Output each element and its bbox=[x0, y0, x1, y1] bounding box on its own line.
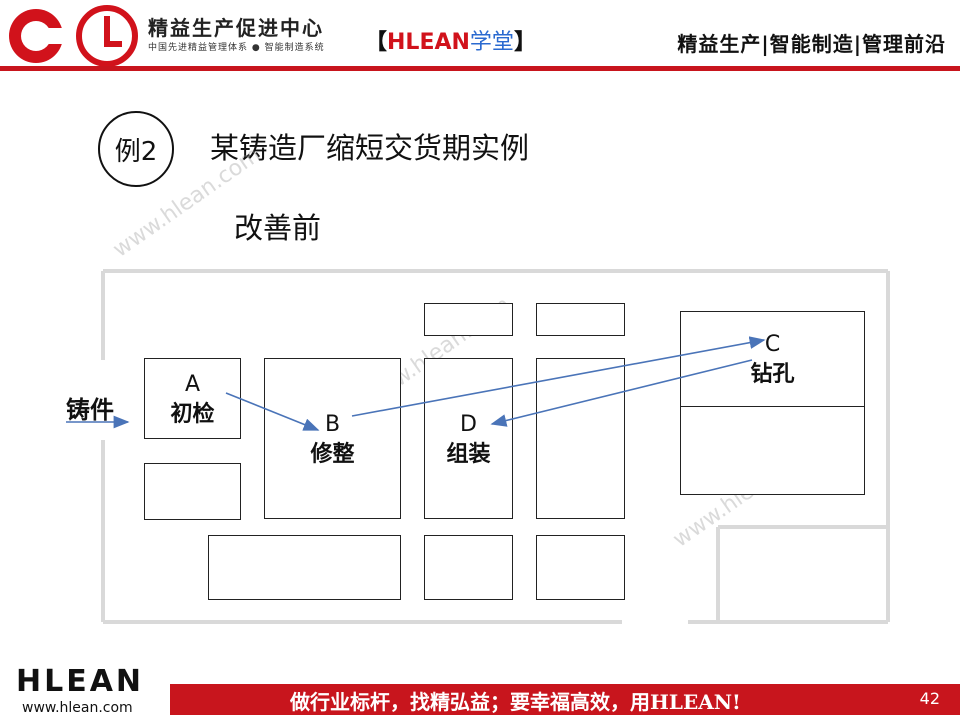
equipment-box bbox=[536, 535, 625, 600]
station-name: 修整 bbox=[310, 442, 355, 467]
footer-bar bbox=[170, 684, 960, 715]
slide-title: 某铸造厂缩短交货期实例 bbox=[210, 131, 530, 165]
page-number: 42 bbox=[919, 689, 940, 708]
equipment-box bbox=[536, 303, 625, 336]
station-b-box bbox=[264, 358, 401, 519]
equipment-box bbox=[144, 463, 241, 520]
footer-slogan: 做行业标杆，找精弘益；要幸福高效，用HLEAN! bbox=[290, 690, 741, 714]
example-badge: 例2 bbox=[98, 111, 174, 187]
bracket-open: 【 bbox=[365, 30, 388, 55]
station-c-box bbox=[680, 311, 865, 408]
example-label: 例2 bbox=[114, 136, 158, 167]
station-name: 初检 bbox=[170, 402, 215, 427]
brand-tagline: 中国先进精益管理体系 ● 智能制造系统 bbox=[148, 43, 325, 53]
station-name: 组装 bbox=[446, 442, 491, 467]
station-d-box bbox=[424, 358, 513, 519]
station-letter: A bbox=[184, 372, 201, 397]
equipment-box bbox=[536, 358, 625, 519]
hlean-xuetang-title: 【HLEAN学堂】 bbox=[365, 24, 536, 56]
station-letter: C bbox=[764, 332, 781, 357]
equipment-box bbox=[424, 303, 513, 336]
station-c-label: C 钻孔 bbox=[720, 330, 825, 390]
equipment-box bbox=[680, 406, 865, 495]
station-d-label: D 组装 bbox=[424, 410, 513, 470]
station-name: 钻孔 bbox=[750, 362, 795, 387]
bracket-close: 】 bbox=[513, 30, 536, 55]
brand-name: 精益生产促进中心 bbox=[148, 16, 324, 40]
equipment-box bbox=[424, 535, 513, 600]
station-letter: D bbox=[460, 412, 477, 437]
logo-swirl-icon bbox=[76, 5, 138, 67]
header-divider bbox=[0, 66, 960, 71]
station-a-label: A 初检 bbox=[144, 370, 241, 430]
castings-input-label: 铸件 bbox=[66, 396, 114, 424]
header-tagline: 精益生产|智能制造|管理前沿 bbox=[677, 32, 946, 56]
slide-subtitle: 改善前 bbox=[234, 211, 322, 245]
flow-arrow-b-to-c bbox=[351, 336, 766, 417]
footer-logo: HLEAN bbox=[16, 664, 144, 699]
company-logo bbox=[9, 9, 66, 63]
footer-logo-text: HLEAN bbox=[16, 664, 145, 699]
equipment-box bbox=[208, 535, 401, 600]
flow-arrow-a-to-b bbox=[225, 392, 320, 431]
station-letter: B bbox=[324, 412, 341, 437]
footer-url: www.hlean.com bbox=[22, 700, 133, 716]
hlean-wordmark: HLEAN bbox=[387, 30, 470, 55]
station-b-label: B 修整 bbox=[270, 410, 395, 470]
xuetang-label: 学堂 bbox=[469, 30, 514, 55]
station-a-box bbox=[144, 358, 241, 439]
flow-arrow-c-to-d bbox=[490, 359, 753, 427]
